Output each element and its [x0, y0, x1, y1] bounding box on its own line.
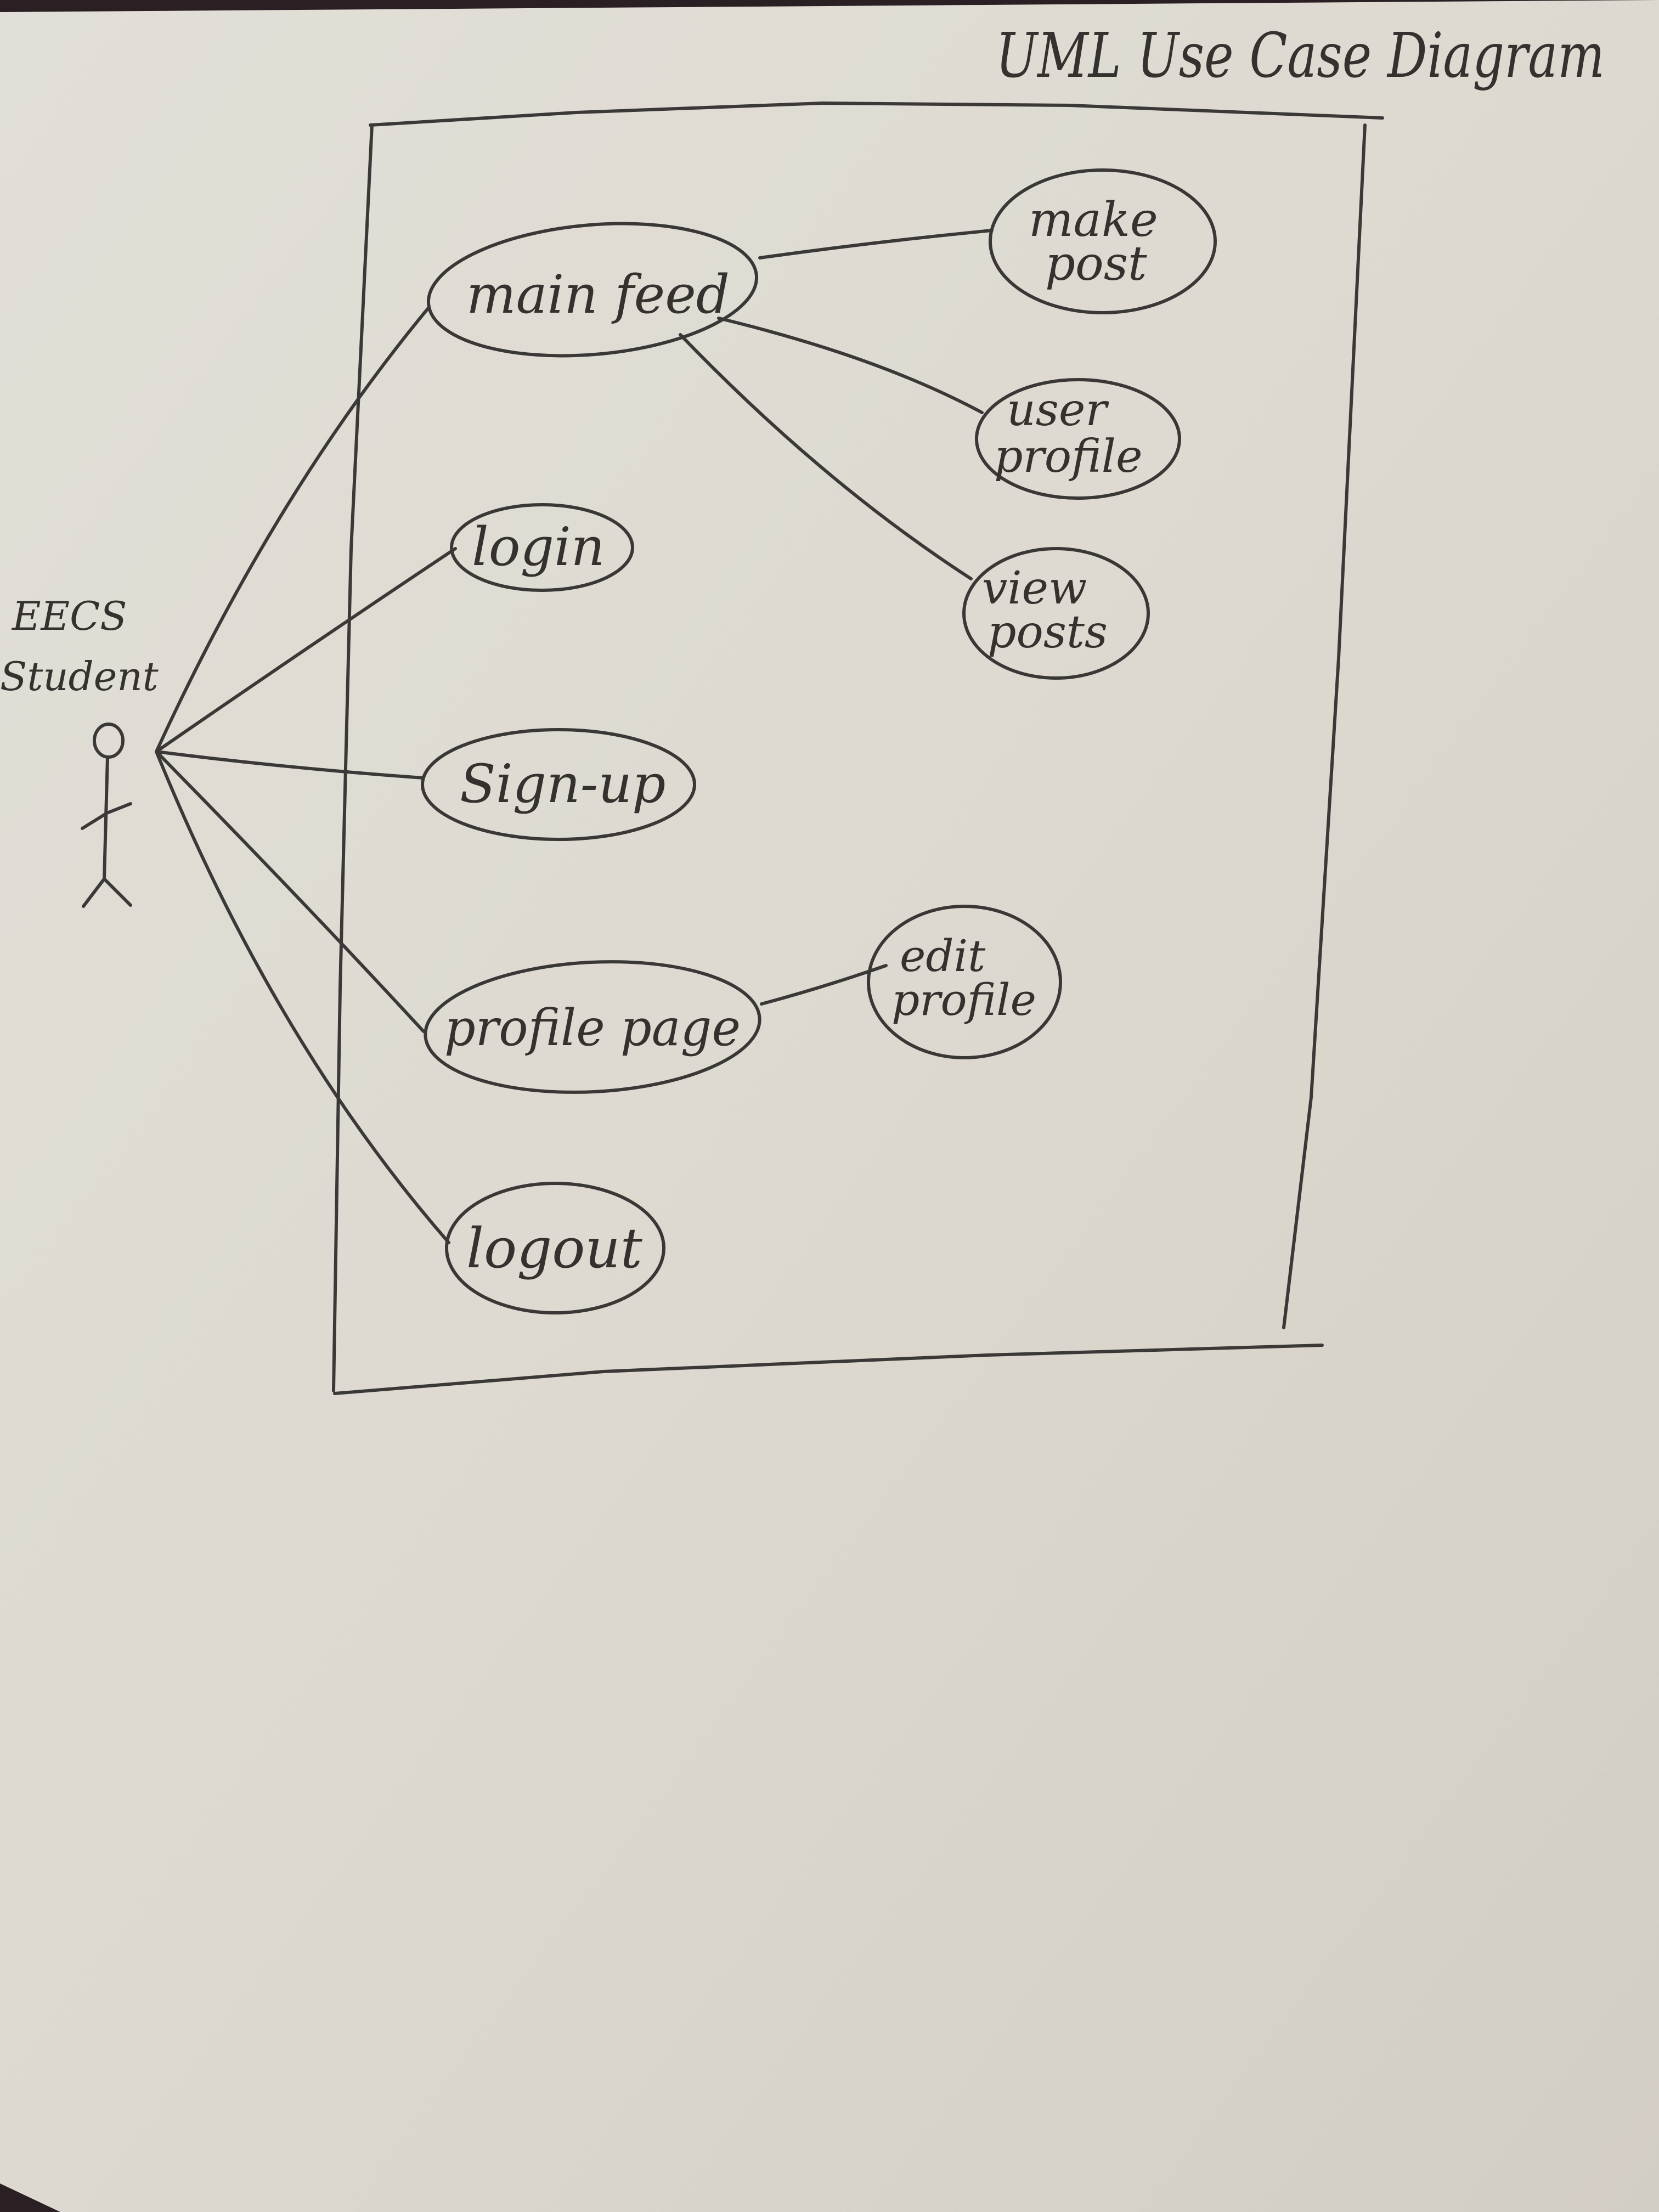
use-case-main-feed — [426, 222, 759, 358]
use-case-profile-page — [424, 960, 761, 1094]
diagram-title: UML Use Case Diagram — [996, 20, 1605, 92]
use-case-profile-page-label: profile page — [444, 998, 741, 1057]
use-case-main-feed-label: main feed — [466, 264, 730, 325]
use-case-login — [450, 503, 634, 592]
use-case-edit-profile-line2: profile — [891, 974, 1036, 1025]
use-case-user-profile — [975, 378, 1181, 500]
actor-label-line2: Student — [0, 653, 159, 699]
use-case-links — [679, 229, 994, 1006]
use-case-logout — [445, 1182, 665, 1314]
use-case-sign-up-label: Sign-up — [460, 753, 665, 815]
use-case-edit-profile-line1: edit — [900, 930, 986, 981]
use-case-make-post — [989, 168, 1217, 314]
use-case-login-label: login — [472, 516, 605, 578]
use-case-make-post-line1: make — [1029, 193, 1158, 247]
use-case-view-posts — [962, 547, 1150, 680]
actor-label-line1: EECS — [11, 593, 127, 639]
use-case-make-post-line2: post — [1045, 236, 1147, 291]
use-case-view-posts-line1: view — [982, 562, 1087, 614]
use-case-logout-label: logout — [466, 1216, 643, 1280]
use-case-edit-profile — [867, 905, 1062, 1059]
use-case-user-profile-line2: profile — [994, 431, 1143, 483]
actor-associations — [155, 306, 457, 1244]
system-boundary — [332, 101, 1384, 1395]
actor-stick-figure-icon — [81, 723, 132, 908]
use-case-user-profile-line1: user — [1007, 384, 1109, 436]
use-case-view-posts-line2: posts — [988, 606, 1108, 658]
use-case-sign-up — [421, 728, 696, 841]
